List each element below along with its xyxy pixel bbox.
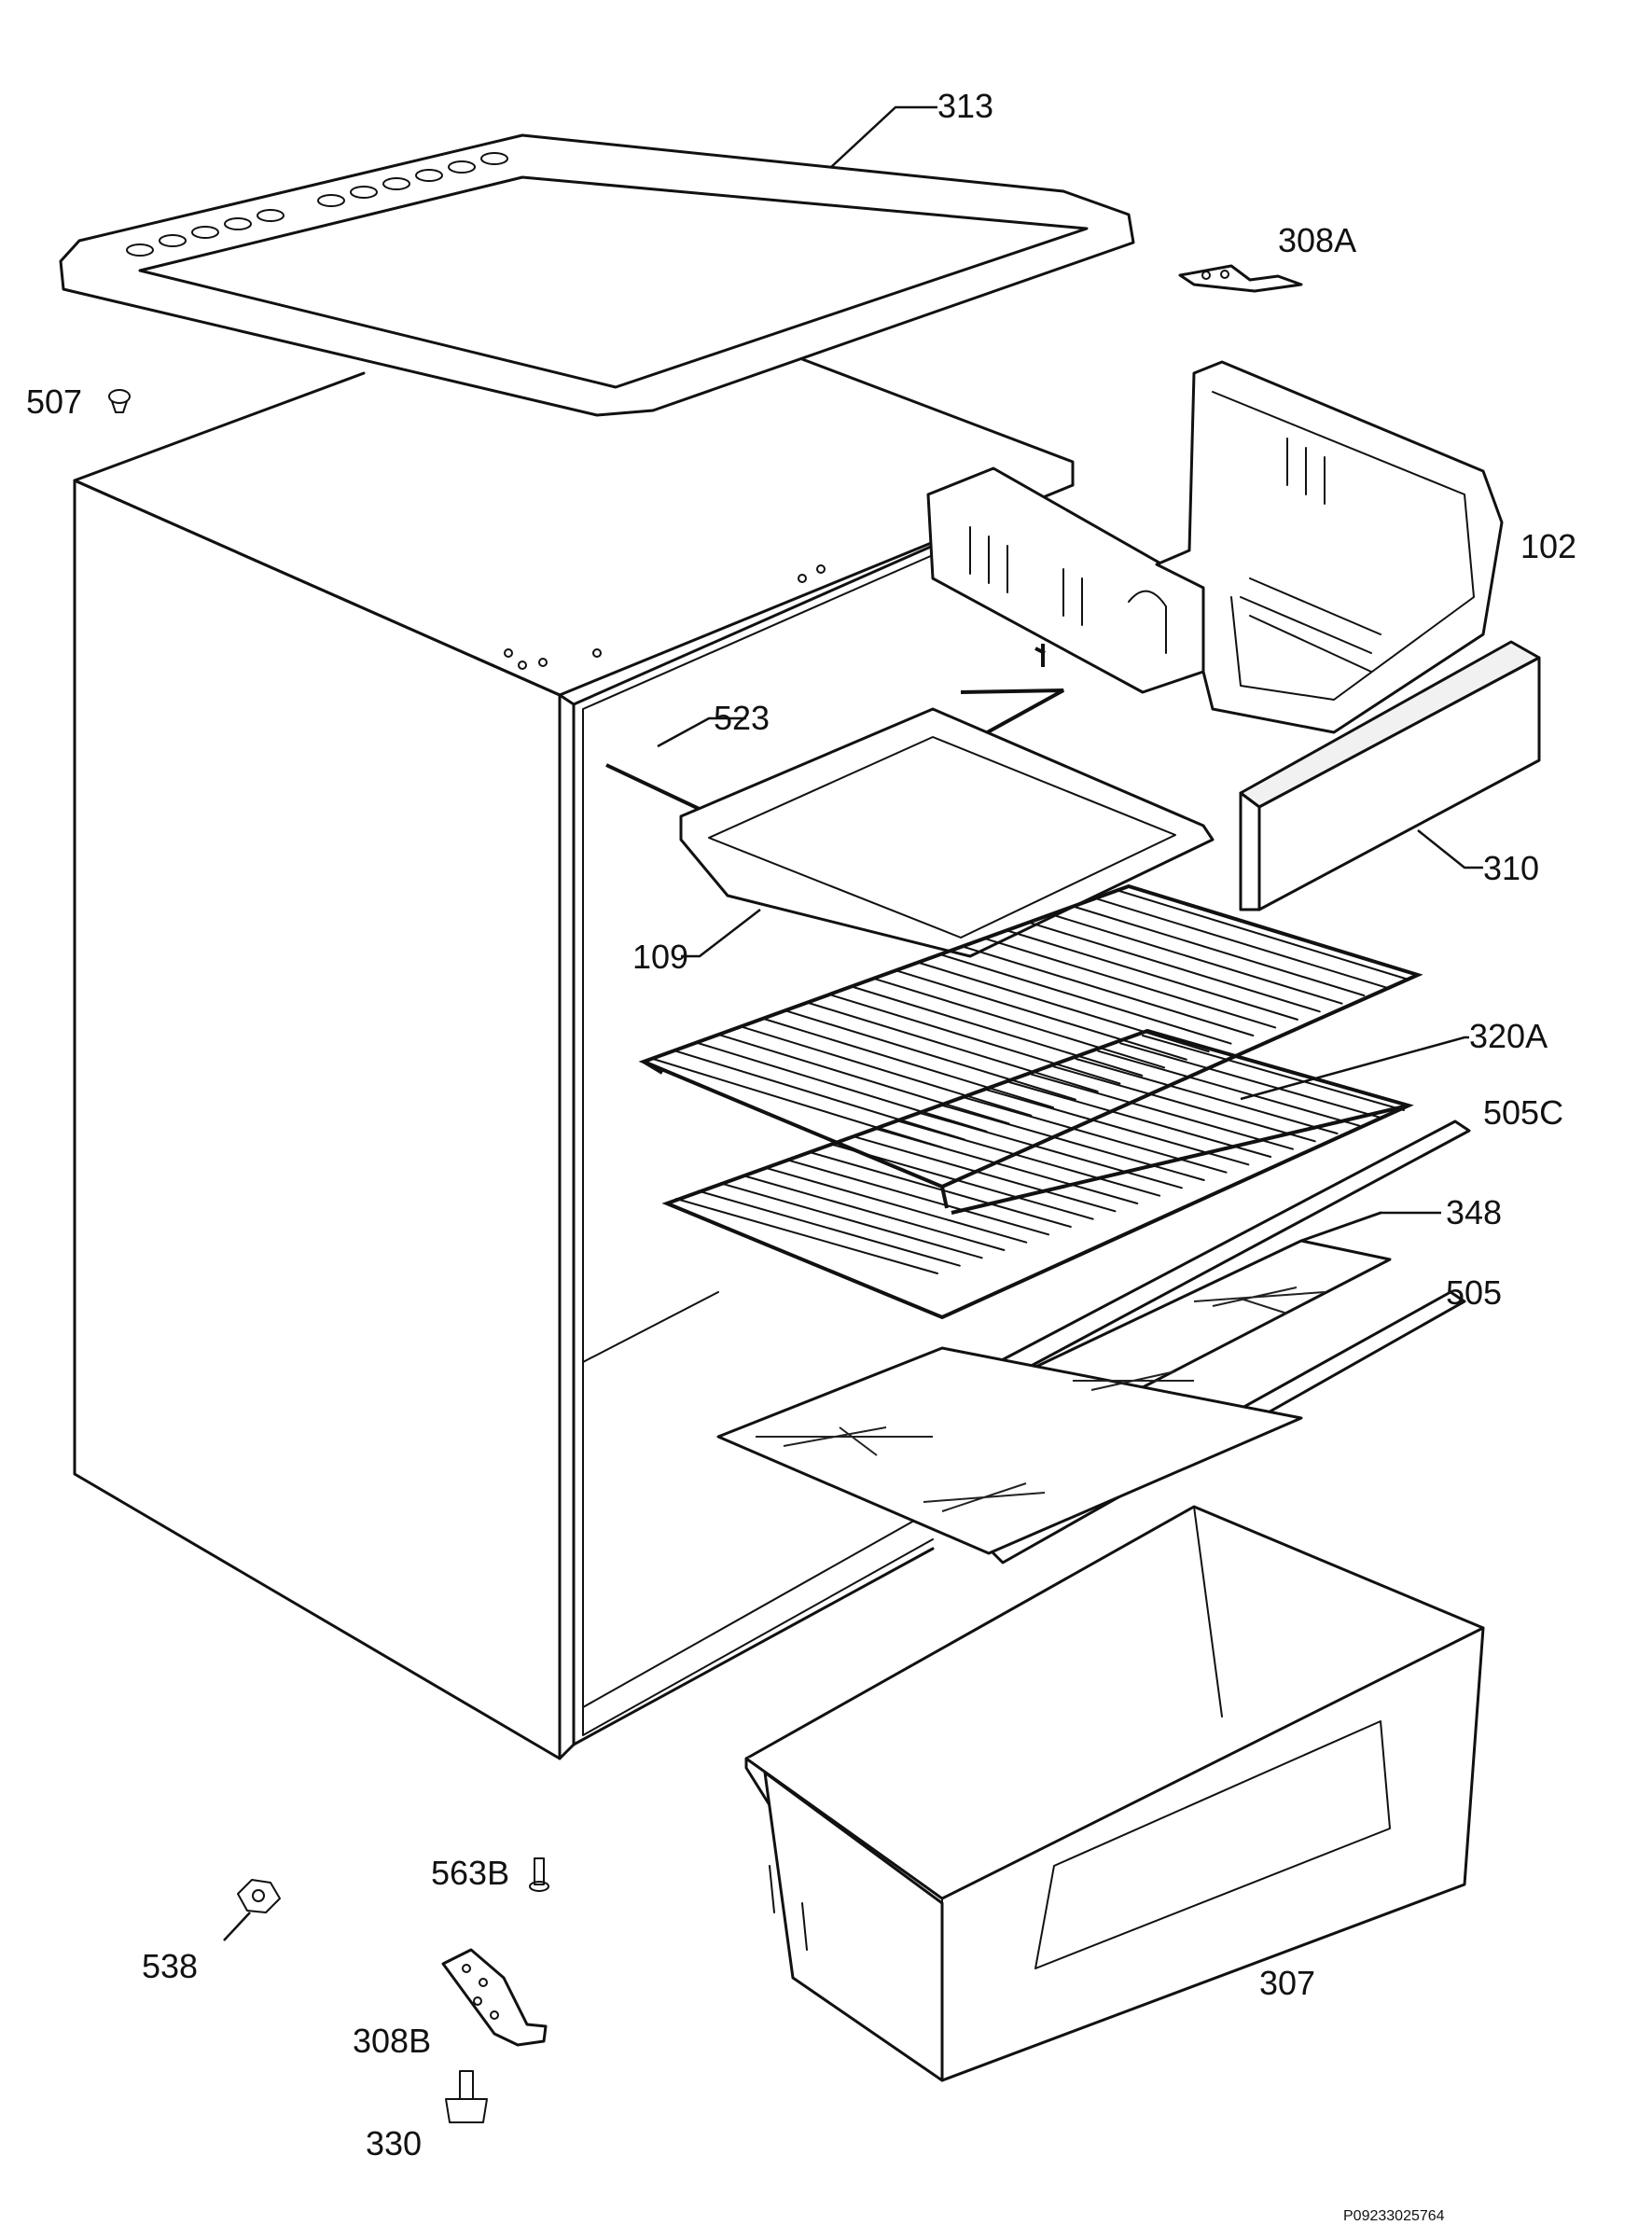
shelf-bar bbox=[918, 962, 1210, 1053]
label-102: 102 bbox=[1520, 527, 1576, 565]
label-109: 109 bbox=[632, 938, 688, 976]
part-308a-top-hinge bbox=[1178, 264, 1303, 293]
part-330-adjustable-foot bbox=[445, 2070, 488, 2123]
shelf-bar bbox=[1119, 1042, 1383, 1120]
leader-320a bbox=[1240, 1036, 1469, 1101]
leader-313 bbox=[829, 105, 937, 169]
leader-523 bbox=[657, 716, 746, 748]
label-563b: 563B bbox=[431, 1854, 509, 1892]
shelf-bar bbox=[940, 953, 1232, 1045]
shelf-bar bbox=[1074, 906, 1366, 997]
shelf-bar bbox=[764, 1166, 1028, 1244]
label-308b: 308B bbox=[353, 2022, 431, 2060]
shelf-bar bbox=[807, 1002, 1099, 1092]
part-307-crisper-drawer bbox=[744, 1505, 1485, 2082]
shelf-bar bbox=[830, 1143, 1094, 1220]
label-308a: 308A bbox=[1278, 221, 1356, 259]
shelf-bar bbox=[673, 1050, 965, 1141]
part-109-ice-tray bbox=[679, 707, 1215, 958]
label-307: 307 bbox=[1259, 1964, 1315, 2002]
shelf-bar bbox=[719, 1182, 983, 1259]
part-308b-bottom-hinge bbox=[441, 1948, 548, 2047]
label-313: 313 bbox=[937, 87, 993, 125]
shelf-bar bbox=[741, 1025, 1033, 1117]
shelf-bar bbox=[1008, 1081, 1272, 1158]
label-330: 330 bbox=[366, 2124, 422, 2163]
leader-109 bbox=[681, 909, 761, 958]
label-523: 523 bbox=[714, 699, 770, 737]
shelf-bar bbox=[897, 1120, 1161, 1197]
shelf-bar bbox=[652, 1058, 943, 1148]
shelf-bar bbox=[1075, 1058, 1339, 1134]
shelf-bar bbox=[675, 1198, 938, 1274]
shelf-bar bbox=[895, 969, 1187, 1061]
part-320a-wire-shelf bbox=[661, 1028, 1414, 1320]
shelf-bar bbox=[1030, 1073, 1294, 1150]
label-538: 538 bbox=[142, 1947, 198, 1985]
shelf-bar bbox=[941, 1105, 1205, 1181]
shelf-bar bbox=[696, 1041, 988, 1133]
shelf-bar bbox=[963, 946, 1255, 1036]
shelf-bar bbox=[784, 1009, 1076, 1101]
shelf-bar bbox=[1118, 890, 1409, 980]
shelf-bar bbox=[853, 1135, 1117, 1213]
shelf-bar bbox=[763, 1018, 1055, 1109]
lower-glass-plate bbox=[716, 1346, 1303, 1555]
shelf-bar bbox=[985, 938, 1277, 1029]
shelf-bar bbox=[1051, 913, 1343, 1005]
shelf-bar bbox=[786, 1159, 1050, 1236]
leader-538 bbox=[223, 1912, 251, 1941]
label-320a: 320A bbox=[1469, 1017, 1548, 1055]
shelf-bar bbox=[986, 1089, 1250, 1166]
part-538-nut bbox=[237, 1879, 281, 1913]
leader-310 bbox=[1417, 829, 1483, 869]
shelf-bar bbox=[1029, 922, 1321, 1013]
part-507-screw bbox=[108, 389, 131, 413]
shelf-bar bbox=[852, 985, 1144, 1077]
part-310-drip-tray bbox=[1239, 640, 1541, 911]
shelf-bar bbox=[919, 1112, 1183, 1189]
shelf-bar bbox=[718, 1034, 1010, 1125]
part-313-top-lid bbox=[59, 133, 1135, 417]
cabinet-body bbox=[73, 357, 1075, 1760]
label-505c: 505C bbox=[1483, 1093, 1563, 1132]
shelf-bar bbox=[874, 978, 1166, 1069]
diagram-reference-code: P09233025764 bbox=[1343, 2208, 1445, 2224]
shelf-bar bbox=[1096, 897, 1388, 989]
label-310: 310 bbox=[1483, 849, 1539, 887]
shelf-bar bbox=[829, 994, 1121, 1085]
shelf-bar bbox=[808, 1151, 1072, 1228]
label-505: 505 bbox=[1446, 1273, 1502, 1312]
shelf-bar bbox=[742, 1175, 1006, 1251]
part-102-evaporator bbox=[926, 360, 1504, 734]
shelf-bar bbox=[697, 1189, 961, 1267]
shelf-bar bbox=[964, 1096, 1228, 1174]
label-507: 507 bbox=[26, 382, 82, 421]
shelf-bar bbox=[1006, 929, 1298, 1021]
shelf-bar bbox=[875, 1128, 1139, 1204]
shelf-bar bbox=[1142, 1035, 1405, 1111]
shelf-bar bbox=[1097, 1050, 1361, 1127]
part-563b-screw bbox=[529, 1857, 549, 1892]
shelf-bar bbox=[1052, 1065, 1316, 1143]
label-348: 348 bbox=[1446, 1193, 1502, 1231]
